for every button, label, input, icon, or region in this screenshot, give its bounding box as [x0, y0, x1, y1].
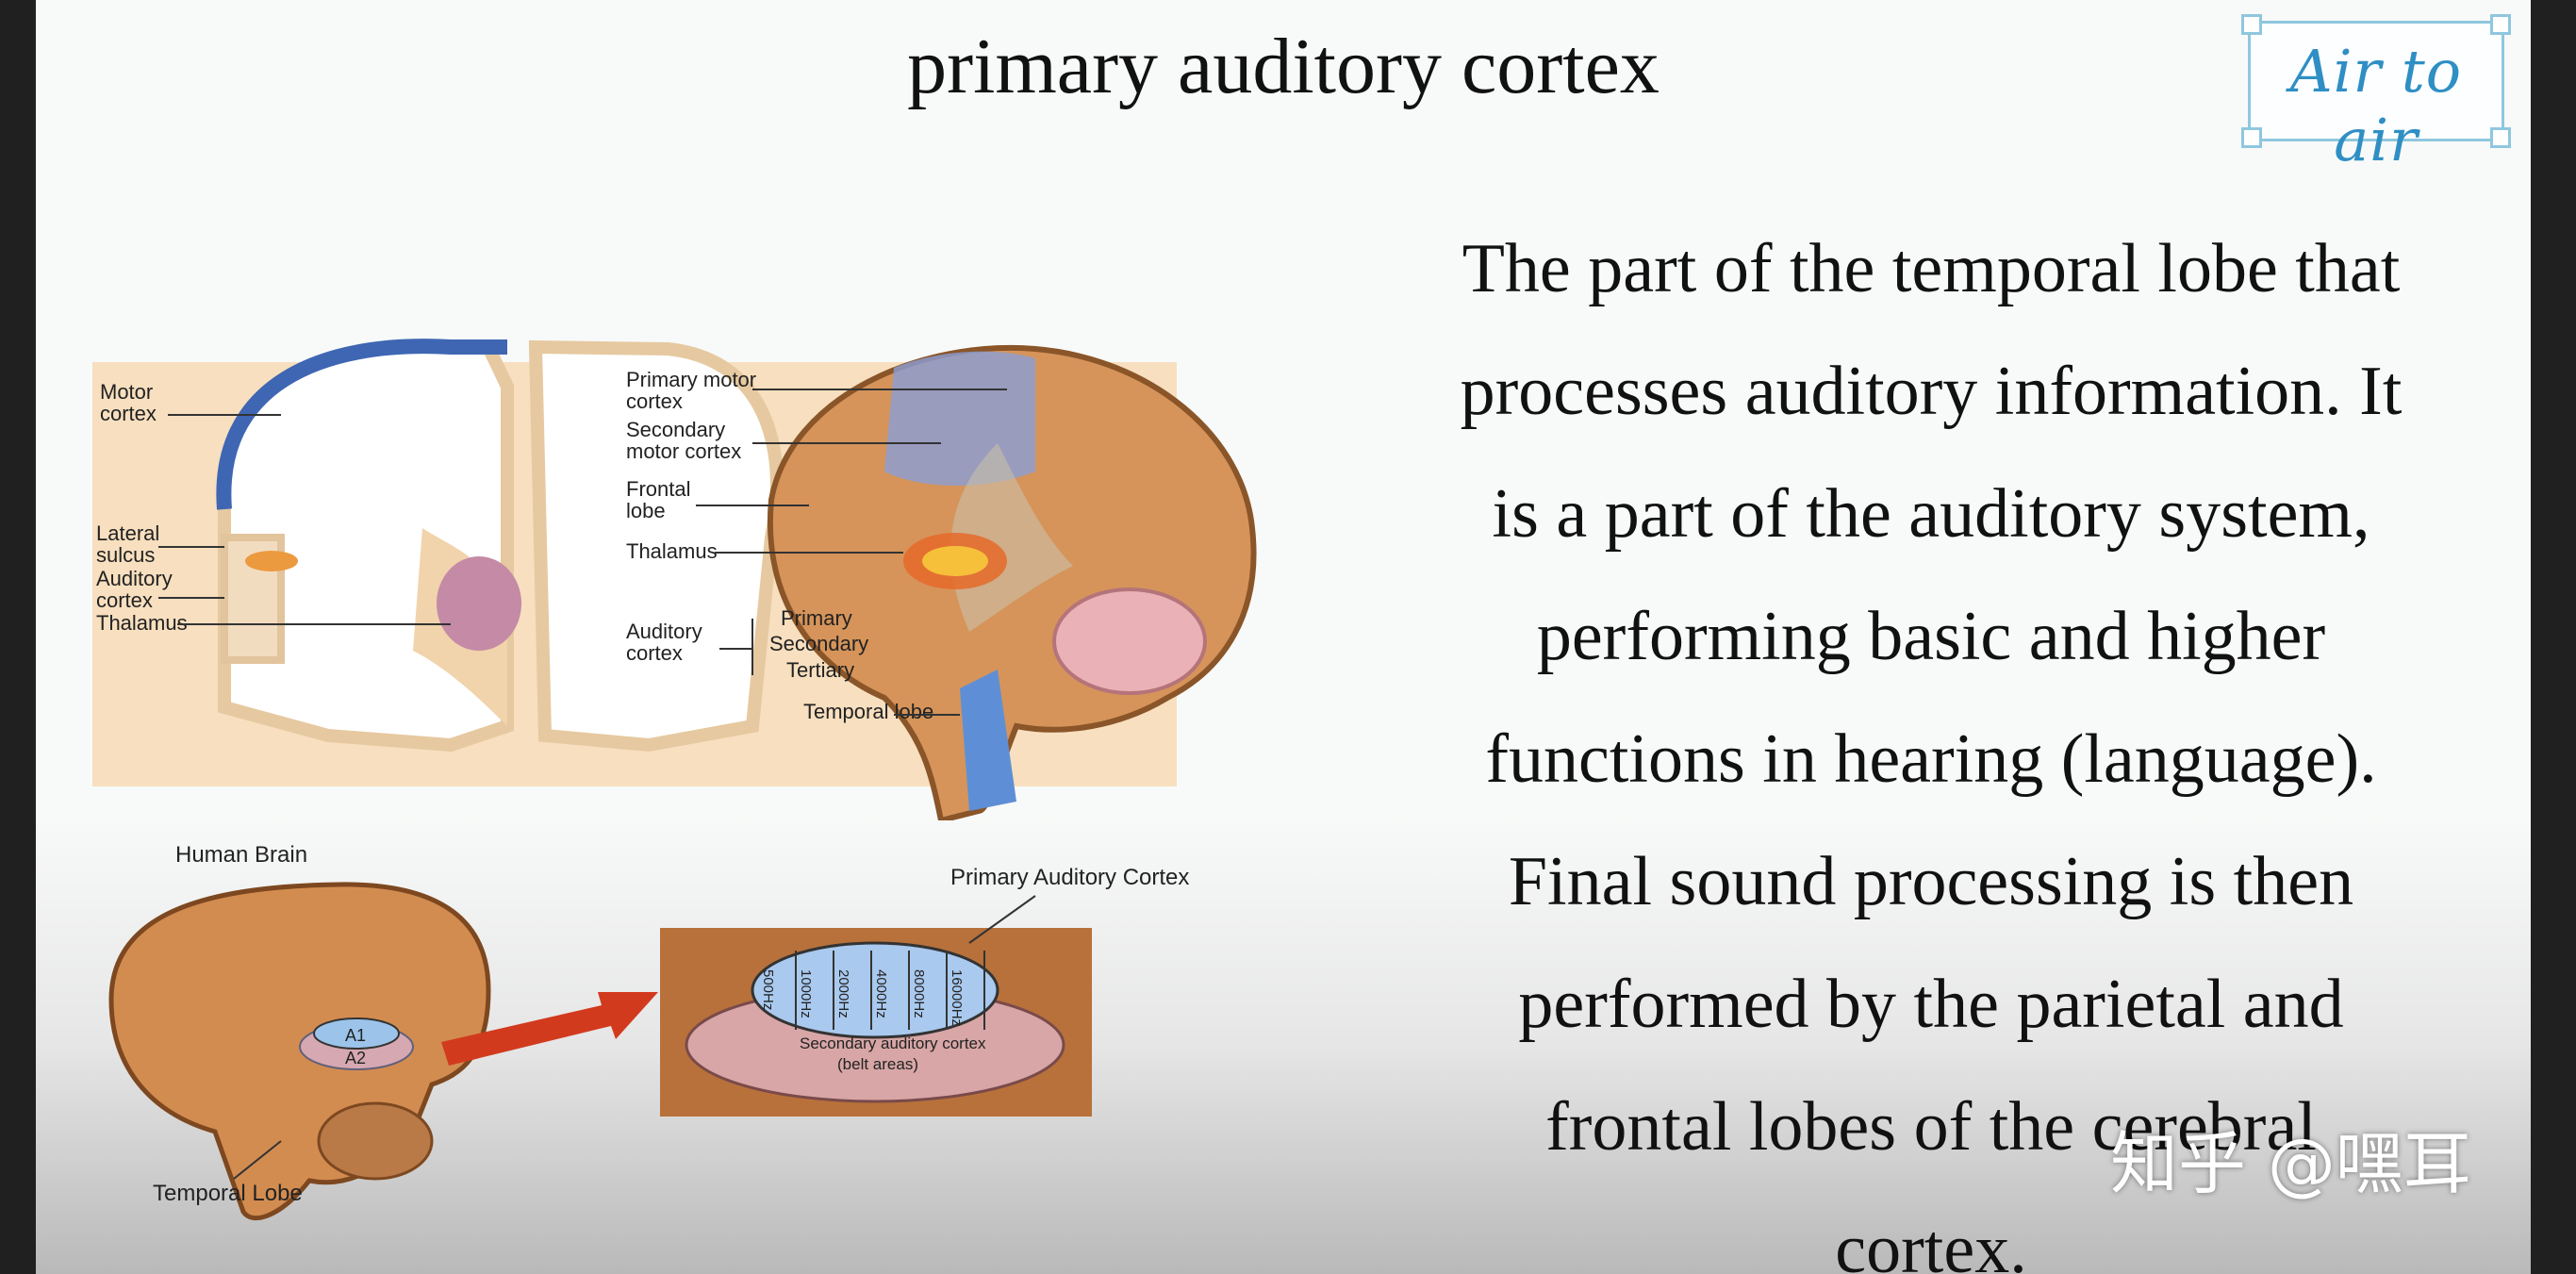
label-a2: A2 — [345, 1049, 366, 1067]
label-secondary-motor: Secondary — [626, 418, 725, 441]
slide-title: primary auditory cortex — [907, 23, 1660, 110]
label-frontal-lobe: lobe — [626, 499, 666, 522]
description-line: is a part of the auditory system, — [1492, 475, 2370, 553]
frequency-labels: 500Hz 1000Hz 2000Hz 4000Hz 8000Hz 16000Hz — [760, 951, 985, 1030]
label-primary-motor: cortex — [626, 389, 683, 413]
label-secondary: Secondary — [769, 632, 868, 655]
logo-corner — [2241, 127, 2262, 148]
primary-auditory-core — [922, 546, 988, 576]
label-secondary-auditory: Secondary auditory cortex — [800, 1034, 986, 1052]
frequency-label: 4000Hz — [873, 969, 889, 1018]
thalamus-structure — [437, 556, 521, 651]
label-auditory-cortex-right: Auditory — [626, 620, 702, 643]
description-line: performed by the parietal and — [1518, 966, 2344, 1043]
motor-cortex-region — [884, 351, 1035, 486]
label-human-brain: Human Brain — [175, 842, 307, 868]
auditory-cortex-highlight — [245, 551, 298, 571]
description-line: performing basic and higher — [1536, 598, 2326, 675]
label-auditory-cortex: Auditory — [96, 567, 173, 590]
leader-line — [968, 895, 1036, 944]
logo-corner — [2490, 127, 2511, 148]
label-primary-auditory-cortex: Primary Auditory Cortex — [950, 865, 1189, 890]
description-line: functions in hearing (language). — [1485, 720, 2377, 798]
motor-cortex-band — [216, 339, 507, 510]
brainstem — [960, 670, 1016, 811]
label-primary-motor: Primary motor — [626, 368, 756, 391]
label-a1: A1 — [345, 1026, 366, 1045]
cerebellum-bottom — [317, 1101, 434, 1181]
leader-line — [233, 1140, 282, 1180]
label-temporal-lobe-bottom: Temporal Lobe — [153, 1181, 303, 1206]
a1-region — [313, 1018, 400, 1050]
frequency-label: 8000Hz — [911, 969, 927, 1018]
label-temporal-lobe: Temporal lobe — [803, 700, 933, 723]
label-tertiary: Tertiary — [786, 658, 854, 682]
description-line: Final sound processing is then — [1508, 843, 2354, 920]
logo-corner — [2490, 14, 2511, 35]
brain-diagram-bottom: Human Brain Primary Auditory Cortex A1 A… — [108, 842, 1189, 1221]
zhihu-watermark: 知乎 @嘿耳 — [2110, 1124, 2471, 1203]
description-line: frontal lobes of the cerebral — [1545, 1088, 2317, 1166]
slide: primary auditory cortex Air to air Motor… — [36, 0, 2531, 1274]
label-primary: Primary — [781, 606, 852, 630]
label-motor-cortex: Motor — [100, 380, 153, 404]
description-line: The part of the temporal lobe that — [1461, 230, 2401, 307]
label-secondary-motor: motor cortex — [626, 439, 741, 463]
frequency-label: 1000Hz — [798, 969, 814, 1018]
cerebellum — [1052, 587, 1207, 695]
description-text: The part of the temporal lobe that proce… — [1318, 207, 2531, 1274]
label-lateral-sulcus: sulcus — [96, 543, 155, 567]
frequency-label: 500Hz — [760, 969, 776, 1010]
label-frontal-lobe: Frontal — [626, 477, 690, 501]
label-auditory-cortex-right: cortex — [626, 641, 683, 665]
primary-auditory-core-zoom — [751, 941, 999, 1039]
arrow-to-zoom — [441, 992, 658, 1066]
label-thalamus: Thalamus — [96, 611, 188, 635]
label-motor-cortex: cortex — [100, 402, 157, 425]
label-thalamus-right: Thalamus — [626, 539, 718, 563]
frequency-label: 16000Hz — [949, 969, 965, 1026]
description-line: processes auditory information. It — [1460, 353, 2403, 430]
frequency-label: 2000Hz — [835, 969, 851, 1018]
logo-text: Air to air — [2289, 37, 2463, 174]
label-auditory-cortex: cortex — [96, 588, 153, 612]
label-lateral-sulcus: Lateral — [96, 521, 159, 545]
description-line: cortex. — [1835, 1211, 2027, 1274]
logo-corner — [2241, 14, 2262, 35]
brain-diagram-top: Motor cortex Lateral sulcus Auditory cor… — [92, 339, 1257, 820]
label-belt-areas: (belt areas) — [837, 1055, 918, 1073]
air-to-air-logo: Air to air — [2241, 14, 2511, 174]
